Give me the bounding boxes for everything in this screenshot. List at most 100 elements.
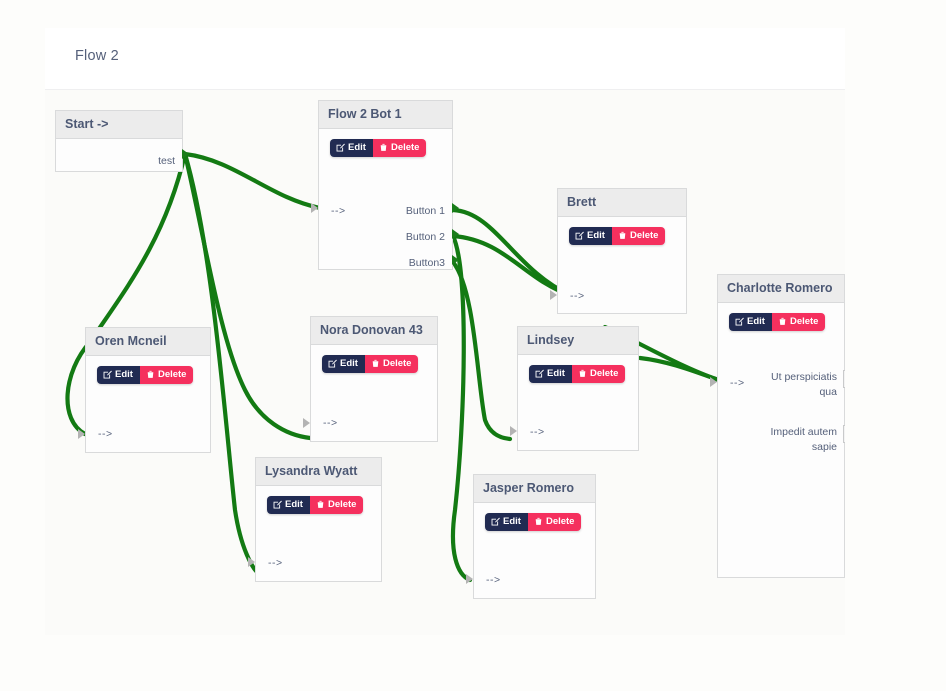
delete-button[interactable]: Delete	[571, 365, 626, 383]
trash-icon	[379, 143, 388, 152]
trash-icon	[146, 370, 155, 379]
edit-button-label: Edit	[547, 368, 565, 379]
node-nora-donovan-43-input[interactable]: -->	[323, 417, 338, 429]
node-flow-2-bot-1-output-button-2[interactable]: Button 2	[405, 231, 445, 243]
edit-button-label: Edit	[747, 316, 765, 327]
handle-in-flow-2-bot-1[interactable]	[311, 203, 318, 213]
node-jasper-romero-actions: Edit Delete	[485, 513, 582, 531]
node-flow-2-bot-1-output-button-1[interactable]: Button 1	[405, 205, 445, 217]
delete-button-label: Delete	[589, 368, 619, 379]
edit-button[interactable]: Edit	[529, 365, 572, 383]
node-lysandra-wyatt[interactable]: Lysandra Wyatt Edit Delete	[255, 457, 382, 582]
node-lindsey-input[interactable]: -->	[530, 426, 545, 438]
node-charlotte-romero-output-1[interactable]: Ut perspiciatis qua	[771, 371, 837, 398]
node-flow-2-bot-1-output-button-3[interactable]: Button3	[408, 257, 445, 269]
delete-button[interactable]: Delete	[309, 496, 364, 514]
pencil-square-icon	[103, 370, 112, 379]
node-brett-title: Brett	[558, 189, 686, 217]
node-lindsey-title: Lindsey	[518, 327, 638, 355]
node-oren-mcneil[interactable]: Oren Mcneil Edit Delete	[85, 327, 211, 453]
node-charlotte-romero[interactable]: Charlotte Romero Edit Delete	[717, 274, 845, 578]
handle-in-jasper-romero[interactable]	[466, 574, 473, 584]
page-title: Flow 2	[75, 48, 119, 64]
node-jasper-romero-input[interactable]: -->	[486, 574, 501, 586]
node-brett-input[interactable]: -->	[570, 290, 585, 302]
edit-button[interactable]: Edit	[729, 313, 772, 331]
node-nora-donovan-43[interactable]: Nora Donovan 43 Edit Delete	[310, 316, 438, 442]
flow-canvas[interactable]: Start -> test Flow 2 Bot 1 Edit	[45, 90, 845, 635]
handle-out-start[interactable]	[182, 149, 189, 159]
node-brett-body: Edit Delete -->	[558, 217, 686, 314]
node-charlotte-romero-actions: Edit Delete	[729, 313, 826, 331]
delete-button[interactable]: Delete	[527, 513, 582, 531]
delete-button-label: Delete	[545, 516, 575, 527]
pencil-square-icon	[328, 359, 337, 368]
pencil-square-icon	[735, 317, 744, 326]
node-oren-mcneil-title: Oren Mcneil	[86, 328, 210, 356]
handle-in-brett[interactable]	[550, 290, 557, 300]
node-flow-2-bot-1-title: Flow 2 Bot 1	[319, 101, 452, 129]
delete-button-label: Delete	[629, 230, 659, 241]
edit-button-label: Edit	[340, 358, 358, 369]
node-flow-2-bot-1[interactable]: Flow 2 Bot 1 Edit Delete	[318, 100, 453, 270]
edit-button[interactable]: Edit	[330, 139, 373, 157]
edit-button[interactable]: Edit	[97, 366, 140, 384]
node-lindsey-body: Edit Delete -->	[518, 355, 638, 451]
edit-button[interactable]: Edit	[322, 355, 365, 373]
handle-out-charlotte-text-2[interactable]	[843, 425, 845, 443]
node-charlotte-romero-body: Edit Delete --> Ut perspiciatis qua Impe…	[718, 303, 844, 578]
edge-button2-to-jasper	[450, 233, 473, 583]
delete-button[interactable]: Delete	[364, 355, 419, 373]
node-lindsey[interactable]: Lindsey Edit Delete	[517, 326, 639, 451]
delete-button[interactable]: Delete	[372, 139, 427, 157]
handle-in-charlotte-romero[interactable]	[710, 377, 717, 387]
delete-button-label: Delete	[390, 142, 420, 153]
trash-icon	[316, 500, 325, 509]
node-jasper-romero-body: Edit Delete -->	[474, 503, 595, 599]
node-start-title: Start ->	[56, 111, 182, 139]
pencil-square-icon	[336, 143, 345, 152]
node-start-output-test[interactable]: test	[158, 155, 175, 167]
edit-button-label: Edit	[348, 142, 366, 153]
delete-button-label: Delete	[157, 369, 187, 380]
delete-button-label: Delete	[789, 316, 819, 327]
edge-button3-to-lindsey	[450, 259, 513, 442]
trash-icon	[371, 359, 380, 368]
trash-icon	[578, 369, 587, 378]
node-charlotte-romero-input[interactable]: -->	[730, 377, 745, 389]
node-nora-donovan-43-actions: Edit Delete	[322, 355, 419, 373]
node-jasper-romero-title: Jasper Romero	[474, 475, 595, 503]
edit-button[interactable]: Edit	[569, 227, 612, 245]
handle-out-bot1-button-3[interactable]	[452, 255, 459, 265]
trash-icon	[618, 231, 627, 240]
handle-in-lysandra-wyatt[interactable]	[248, 557, 255, 567]
edit-button-label: Edit	[285, 499, 303, 510]
node-flow-2-bot-1-actions: Edit Delete	[330, 139, 427, 157]
node-charlotte-romero-output-2[interactable]: Impedit autem sapie	[770, 426, 837, 453]
node-lysandra-wyatt-title: Lysandra Wyatt	[256, 458, 381, 486]
handle-in-lindsey[interactable]	[510, 426, 517, 436]
handle-out-charlotte-text-1[interactable]	[843, 370, 845, 388]
pencil-square-icon	[491, 517, 500, 526]
node-start[interactable]: Start -> test	[55, 110, 183, 172]
node-brett-actions: Edit Delete	[569, 227, 666, 245]
handle-in-nora-donovan-43[interactable]	[303, 418, 310, 428]
edit-button-label: Edit	[587, 230, 605, 241]
handle-in-oren-mcneil[interactable]	[78, 429, 85, 439]
node-oren-mcneil-input[interactable]: -->	[98, 428, 113, 440]
node-brett[interactable]: Brett Edit Delete	[557, 188, 687, 314]
node-lysandra-wyatt-input[interactable]: -->	[268, 557, 283, 569]
edit-button[interactable]: Edit	[485, 513, 528, 531]
node-oren-mcneil-body: Edit Delete -->	[86, 356, 210, 453]
edit-button[interactable]: Edit	[267, 496, 310, 514]
trash-icon	[534, 517, 543, 526]
node-flow-2-bot-1-input[interactable]: -->	[331, 205, 346, 217]
delete-button[interactable]: Delete	[139, 366, 194, 384]
handle-out-bot1-button-2[interactable]	[452, 229, 459, 239]
node-charlotte-romero-title: Charlotte Romero	[718, 275, 844, 303]
node-jasper-romero[interactable]: Jasper Romero Edit Delete	[473, 474, 596, 599]
handle-out-bot1-button-1[interactable]	[452, 203, 459, 213]
delete-button[interactable]: Delete	[611, 227, 666, 245]
delete-button[interactable]: Delete	[771, 313, 826, 331]
